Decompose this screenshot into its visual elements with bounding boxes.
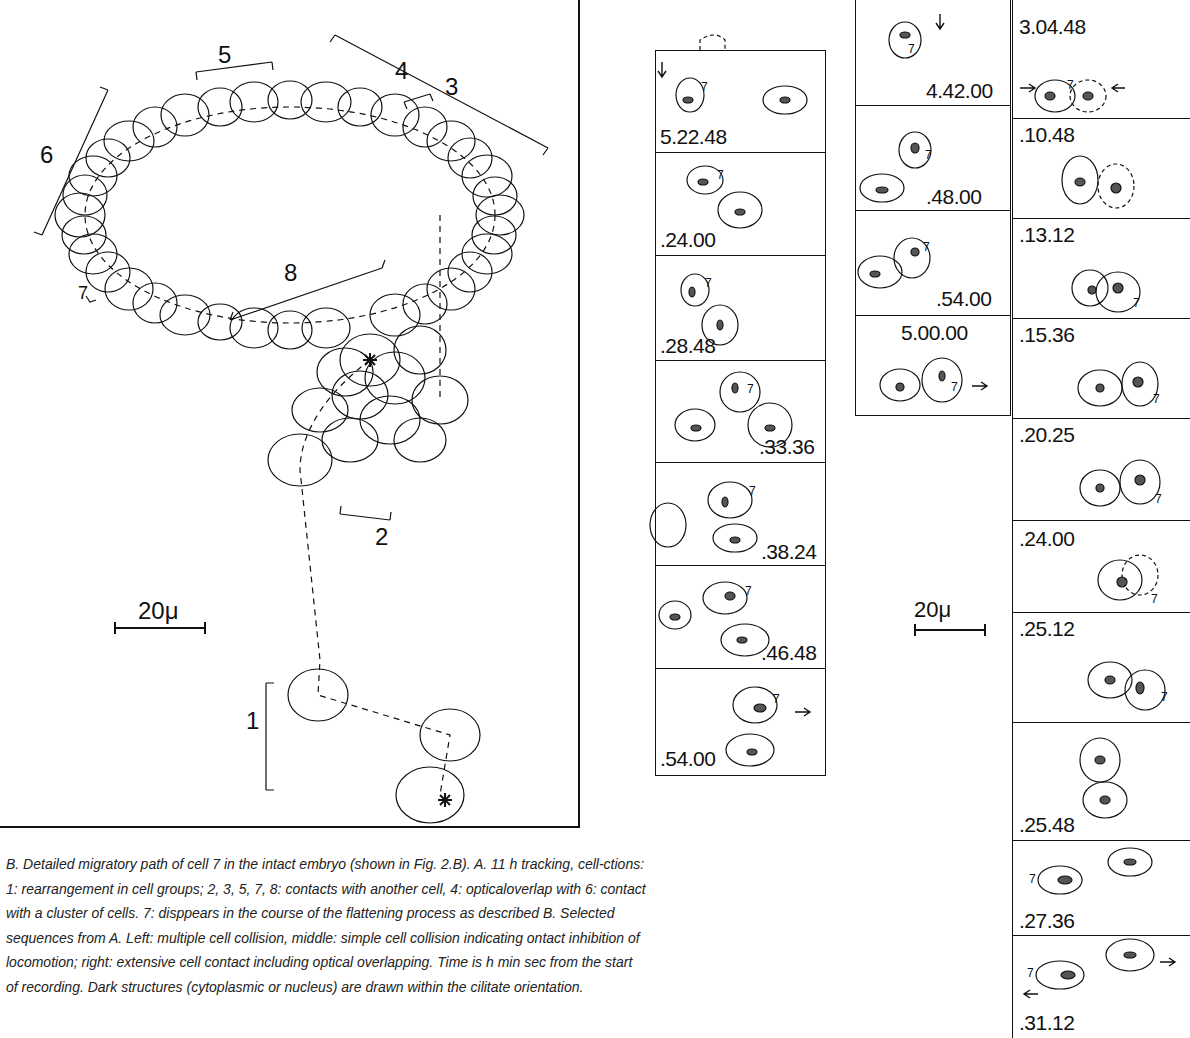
cell-number: 7 [78, 284, 88, 304]
cell-number: 7 [923, 241, 930, 254]
panel-frame: 6 5 4 3 7 8 2 1 20μ [0, 0, 580, 828]
frame-cells [650, 22, 1165, 989]
time-lapse-frame: .25.12 7 [1012, 612, 1190, 723]
time-lapse-frame: .48.00 7 [855, 105, 1011, 211]
time-stamp: .28.48 [660, 334, 715, 357]
cell-number: 7 [1153, 393, 1160, 406]
time-lapse-frame: .28.48 7 [655, 255, 826, 361]
cell-number: 7 [749, 485, 756, 498]
callout-number: 2 [375, 524, 388, 550]
cell-number: 7 [705, 277, 712, 290]
brackets [34, 35, 548, 790]
time-lapse-frame: 4.42.00 7 [855, 0, 1011, 106]
time-stamp: .24.00 [1019, 527, 1074, 550]
callout-number: 3 [445, 74, 458, 100]
time-lapse-frame: .24.00 7 [1012, 520, 1190, 613]
callout-number: 4 [395, 58, 408, 84]
cell-number: 7 [908, 43, 915, 56]
callout-number: 1 [246, 708, 259, 734]
direction-arrows [658, 14, 1175, 998]
time-stamp: .54.00 [936, 287, 991, 310]
cell-number: 7 [773, 693, 780, 706]
cell-number: 7 [1027, 967, 1034, 980]
time-lapse-frame: .15.36 7 [1012, 318, 1190, 419]
time-lapse-frame: .33.36 7 [655, 360, 826, 463]
time-stamp: 3.04.48 [1019, 15, 1086, 38]
time-stamp: .13.12 [1019, 223, 1074, 246]
cell-number: 7 [1161, 691, 1168, 704]
time-stamp: .15.36 [1019, 323, 1074, 346]
cell-number: 7 [701, 81, 708, 94]
time-lapse-frame: 5.22.48 7 [655, 50, 826, 153]
callout-number: 5 [218, 42, 231, 68]
cell-number: 7 [1151, 593, 1158, 606]
time-lapse-frame: .54.00 7 [855, 210, 1011, 316]
time-lapse-frame: .20.25 7 [1012, 418, 1190, 521]
start-end-markers [363, 353, 452, 807]
cell-number: 7 [1155, 493, 1162, 506]
nuclei [670, 32, 1145, 979]
time-stamp: .38.24 [761, 540, 816, 563]
time-lapse-frame: .25.48 [1012, 722, 1190, 841]
time-stamp: .20.25 [1019, 423, 1074, 446]
time-lapse-frame: .27.36 7 [1012, 840, 1190, 936]
cell-number: 7 [925, 149, 932, 162]
cell-number: 7 [747, 383, 754, 396]
cell-number: 7 [1029, 873, 1036, 886]
time-lapse-frame: .24.00 7 [655, 152, 826, 256]
time-stamp: .25.12 [1019, 617, 1074, 640]
cell-number: 7 [745, 585, 752, 598]
figure-caption: B. Detailed migratory path of cell 7 in … [6, 852, 646, 999]
time-lapse-frame: .31.12 7 [1012, 935, 1190, 1038]
time-stamp: .27.36 [1019, 909, 1074, 932]
time-stamp: .33.36 [759, 435, 814, 458]
time-stamp: .10.48 [1019, 123, 1074, 146]
time-lapse-frame: .10.48 [1012, 118, 1190, 219]
time-lapse-frame: .38.24 7 [655, 462, 826, 566]
time-stamp: 4.42.00 [926, 79, 993, 102]
time-lapse-frame: .46.48 7 [655, 565, 826, 669]
time-stamp: .24.00 [660, 228, 715, 251]
migratory-path [85, 107, 495, 795]
time-lapse-frame: 3.04.48 7 [1012, 0, 1190, 119]
time-stamp: 5.00.00 [901, 321, 968, 344]
cell-number: 7 [1067, 79, 1074, 92]
time-stamp: .54.00 [660, 747, 715, 770]
cell-number: 7 [717, 169, 724, 182]
time-lapse-frame: 5.00.00 7 [855, 315, 1011, 416]
scale-label: 20μ [914, 598, 951, 622]
time-stamp: .31.12 [1019, 1011, 1074, 1034]
time-stamp: 5.22.48 [660, 125, 727, 148]
time-stamp: .25.48 [1019, 813, 1074, 836]
time-lapse-frame: .13.12 7 [1012, 218, 1190, 319]
callout-number: 20μ [138, 598, 179, 624]
time-stamp: .46.48 [761, 641, 816, 664]
cell-number: 7 [1133, 297, 1140, 310]
scale-bar [115, 622, 985, 636]
callout-number: 8 [284, 260, 297, 286]
time-lapse-frame: .54.00 7 [655, 668, 826, 776]
time-stamp: .48.00 [926, 185, 981, 208]
callout-number: 6 [40, 142, 53, 168]
cell-outlines [55, 81, 524, 823]
cell-number: 7 [951, 381, 958, 394]
